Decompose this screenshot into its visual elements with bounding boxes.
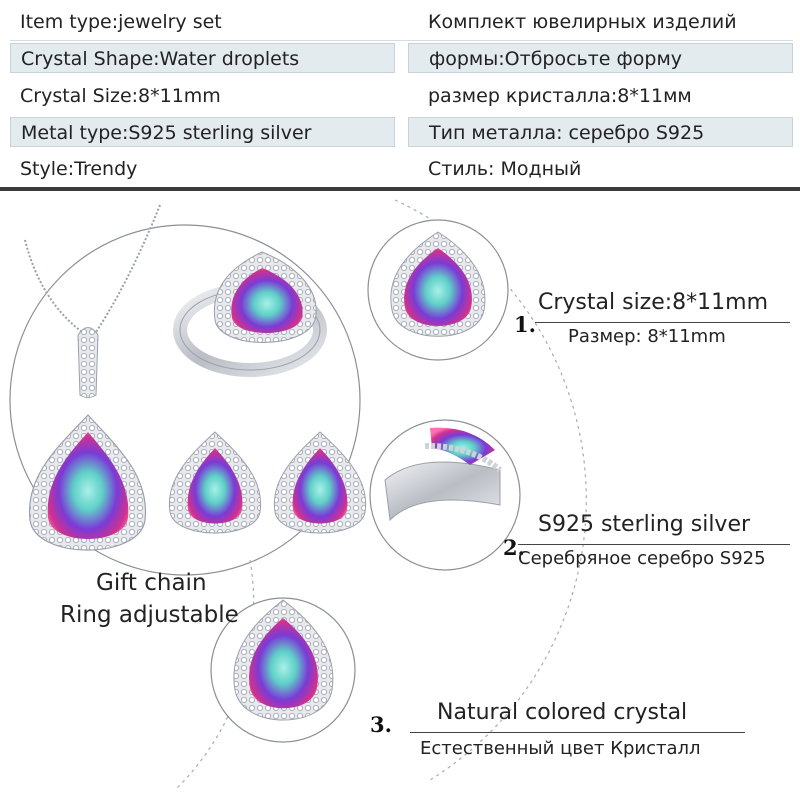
set-frame-circle [9,224,361,576]
feature-1-title: Crystal size:8*11mm [538,290,769,315]
pendant-necklace-icon [24,204,161,551]
spec-row-style: Style:Trendy Стиль: Модный [0,151,800,185]
gem-closeup-icon [367,219,509,361]
spec-table: Item type:jewelry set Комплект ювелирных… [0,0,800,191]
spec-ru-crystal-shape: формы:Отбросьте форму [408,43,793,73]
ring-band-closeup-icon [369,419,521,571]
feature-1-subtitle: Размер: 8*11mm [568,326,726,347]
feature-3-subtitle: Естественный цвет Кристалл [420,738,701,759]
gift-chain-caption: Gift chain [96,570,207,596]
feature-2-title: S925 sterling silver [538,512,751,537]
spec-en-item-type: Item type:jewelry set [20,11,222,33]
ring-adjustable-caption: Ring adjustable [60,602,239,628]
feature-1-number: 1. [514,312,536,337]
feature-2-number: 2. [503,535,525,560]
spec-ru-crystal-size: размер кристалла:8*11мм [428,85,692,107]
spec-row-metal-type: Metal type:S925 sterling silver Тип мета… [0,114,800,148]
spec-en-crystal-size: Crystal Size:8*11mm [20,85,221,107]
spec-en-style: Style:Trendy [20,158,138,180]
spec-en-crystal-shape: Crystal Shape:Water droplets [10,43,395,73]
gem-closeup-icon [210,597,356,743]
spec-ru-item-type: Комплект ювелирных изделий [428,11,737,33]
row-divider [10,40,793,41]
ring-icon [173,251,327,377]
feature-3-underline [410,732,745,733]
spec-row-crystal-size: Crystal Size:8*11mm размер кристалла:8*1… [0,78,800,112]
spec-en-metal-type: Metal type:S925 sterling silver [10,117,395,147]
feature-3-number: 3. [370,712,392,737]
feature-3-title: Natural colored crystal [437,700,688,725]
earring-icon [168,431,367,534]
spec-ru-style: Стиль: Модный [428,158,582,180]
spec-ru-metal-type: Тип металла: серебро S925 [408,117,793,147]
spec-row-item-type: Item type:jewelry set Комплект ювелирных… [0,4,800,38]
feature-1-underline [535,322,790,323]
spec-row-crystal-shape: Crystal Shape:Water droplets формы:Отбро… [0,40,800,74]
feature-2-underline [518,544,790,545]
dashed-arc [394,199,587,781]
table-bottom-rule [0,187,800,191]
feature-2-subtitle: Серебряное серебро S925 [518,548,766,569]
